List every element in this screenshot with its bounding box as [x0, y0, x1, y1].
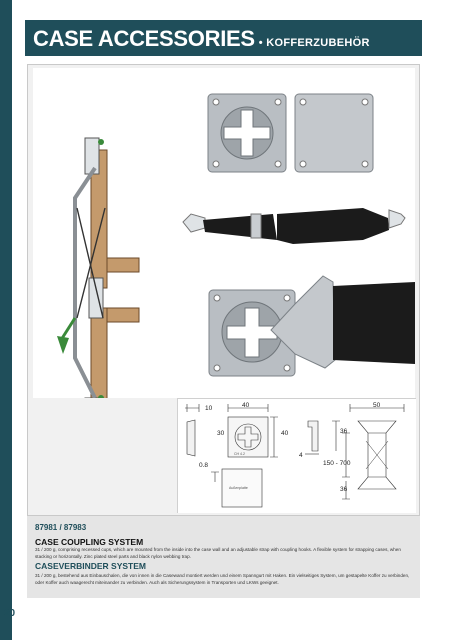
- dim-strap-range: 150 - 700: [323, 460, 351, 467]
- cup-label: CH 4.2: [234, 452, 245, 456]
- body-german: 31 / 200 g, bestehend aus Einbauschalen,…: [35, 573, 410, 585]
- technical-drawing: 10 40 30 40 0.8 4 36 150 - 700 36 50 CH …: [177, 398, 416, 513]
- dim-height-36-top: 36: [340, 428, 348, 435]
- dimension-drawing: 10 40 30 40 0.8 4 36 150 - 700 36 50 CH …: [185, 402, 405, 508]
- dim-height-40: 40: [281, 430, 289, 437]
- article-numbers: 87981 / 87983: [35, 523, 87, 532]
- page-number: 20: [4, 608, 16, 619]
- body-english: 31 / 200 g, comprising recessed cups, wh…: [35, 547, 401, 559]
- case-wall-diagram: [57, 137, 140, 459]
- dim-width-50: 50: [373, 402, 381, 409]
- product-illustration: [57, 93, 415, 459]
- page-title: CASE ACCESSORIES• KOFFERZUBEHÖR: [33, 26, 370, 52]
- dim-height-36-bottom: 36: [340, 486, 348, 493]
- description-panel: 87981 / 87983 CASE COUPLING SYSTEM 31 / …: [27, 516, 420, 598]
- plate-label: Außenplatte: [229, 486, 248, 490]
- coupling-strap: [182, 208, 406, 244]
- title-english: CASE COUPLING SYSTEM: [35, 537, 144, 547]
- dim-height-30: 30: [217, 430, 225, 437]
- plate-with-hook: [208, 275, 415, 377]
- recessed-cup-plates: [207, 93, 374, 173]
- dim-thickness: 0.8: [199, 462, 208, 469]
- title-main: CASE ACCESSORIES: [33, 26, 255, 51]
- side-color-bar: [0, 0, 12, 640]
- title-german: • KOFFERZUBEHÖR: [258, 37, 370, 49]
- dim-hook-4: 4: [299, 452, 303, 459]
- section-header: CASE ACCESSORIES• KOFFERZUBEHÖR: [25, 20, 422, 56]
- dim-width-10: 10: [205, 405, 213, 412]
- product-photo: [33, 68, 415, 459]
- title-german-system: CASEVERBINDER SYSTEM: [35, 561, 146, 571]
- dim-width-40: 40: [242, 402, 250, 409]
